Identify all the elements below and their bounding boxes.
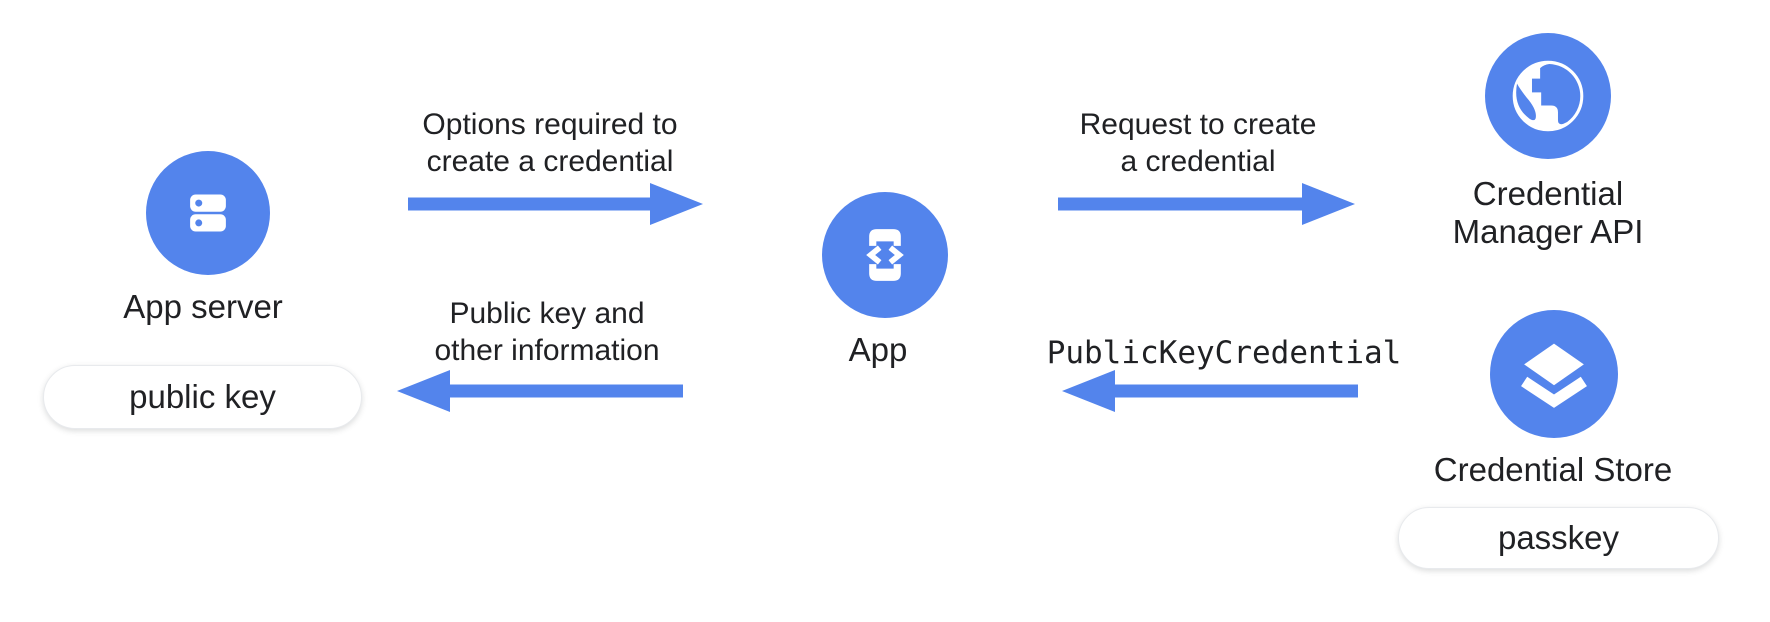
request-arrow-label: Request to create a credential xyxy=(1079,108,1317,178)
app-label: App xyxy=(848,331,908,368)
credential-manager-circle xyxy=(1485,33,1611,159)
app-server-circle xyxy=(146,151,270,275)
app-circle xyxy=(822,192,948,318)
public-key-credential-arrow-label: PublicKeyCredential xyxy=(1046,335,1402,371)
public-key-credential-arrow xyxy=(1062,370,1358,412)
request-arrow xyxy=(1058,183,1355,225)
credential-store-circle xyxy=(1490,310,1618,438)
public-key-pill-label: public key xyxy=(129,378,276,415)
public-key-info-arrow-label: Public key and other information xyxy=(434,297,660,367)
phone-code-icon xyxy=(866,229,904,281)
options-arrow-label: Options required to create a credential xyxy=(422,108,678,178)
server-icon xyxy=(190,194,226,232)
credential-store-label: Credential Store xyxy=(1433,451,1673,488)
public-key-info-arrow xyxy=(397,370,683,412)
passkey-pill-label: passkey xyxy=(1497,519,1620,556)
globe-icon xyxy=(1512,60,1584,132)
public-key-pill: public key xyxy=(43,365,362,429)
options-arrow xyxy=(408,183,703,225)
credential-manager-label: Credential Manager API xyxy=(1452,175,1644,250)
passkey-pill: passkey xyxy=(1398,507,1719,569)
app-server-label: App server xyxy=(123,288,283,325)
layers-icon xyxy=(1521,343,1587,408)
